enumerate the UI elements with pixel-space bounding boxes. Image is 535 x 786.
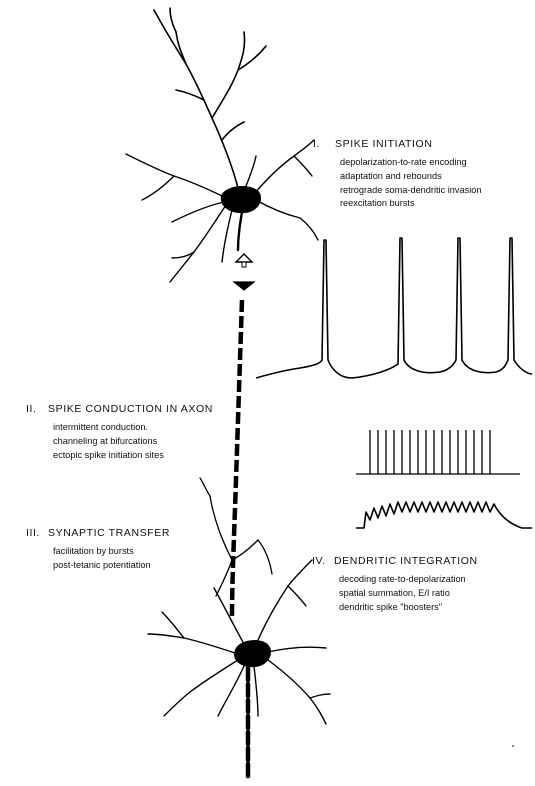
lower-neuron: [148, 478, 330, 776]
stray-mark: [512, 745, 514, 747]
list-item: decoding rate-to-depolarization: [339, 573, 478, 587]
section-title: DENDRITIC INTEGRATION: [334, 555, 478, 567]
upper-axon-hillock: [238, 212, 242, 250]
section-title: SPIKE CONDUCTION IN AXON: [48, 403, 213, 415]
section-numeral: III.: [26, 527, 48, 539]
section-title: SPIKE INITIATION: [335, 138, 433, 150]
section-items: intermittent conduction. channeling at b…: [53, 421, 213, 462]
list-item: adaptation and rebounds: [340, 170, 481, 184]
list-item: ectopic spike initiation sites: [53, 449, 213, 463]
section-items: facilitation by bursts post-tetanic pote…: [53, 545, 170, 573]
section-numeral: I.: [313, 138, 335, 150]
spike-train-trace: [256, 238, 532, 378]
list-item: retrograde soma-dendritic invasion: [340, 184, 481, 198]
section-title: SYNAPTIC TRANSFER: [48, 527, 170, 539]
lower-dendrites: [148, 560, 330, 724]
list-item: post-tetanic potentiation: [53, 559, 170, 573]
list-item: depolarization-to-rate encoding: [340, 156, 481, 170]
section-spike-conduction: II.SPIKE CONDUCTION IN AXON intermittent…: [26, 403, 213, 462]
section-numeral: II.: [26, 403, 48, 415]
list-item: reexcitation bursts: [340, 197, 481, 211]
list-item: facilitation by bursts: [53, 545, 170, 559]
upper-apical-dendrites: [154, 8, 266, 188]
section-items: depolarization-to-rate encoding adaptati…: [340, 156, 481, 211]
spike-raster: [356, 430, 520, 474]
upper-neuron: [126, 8, 318, 282]
list-item: dendritic spike "boosters": [339, 601, 478, 615]
section-spike-initiation: I.SPIKE INITIATION depolarization-to-rat…: [313, 138, 481, 211]
up-arrow-icon: [236, 254, 252, 262]
section-numeral: IV.: [312, 555, 334, 567]
section-dendritic-integration: IV.DENDRITIC INTEGRATION decoding rate-t…: [312, 555, 478, 614]
section-synaptic-transfer: III.SYNAPTIC TRANSFER facilitation by bu…: [26, 527, 170, 573]
down-arrow-icon: [234, 282, 254, 290]
myelinated-axon: [232, 300, 242, 620]
direction-arrows: [234, 254, 254, 290]
upper-basal-dendrites: [126, 140, 318, 282]
section-items: decoding rate-to-depolarization spatial …: [339, 573, 478, 614]
list-item: intermittent conduction.: [53, 421, 213, 435]
epsp-summation-trace: [356, 502, 532, 528]
list-item: spatial summation, E/I ratio: [339, 587, 478, 601]
lower-soma: [235, 641, 270, 666]
upper-soma: [222, 187, 260, 212]
list-item: channeling at bifurcations: [53, 435, 213, 449]
